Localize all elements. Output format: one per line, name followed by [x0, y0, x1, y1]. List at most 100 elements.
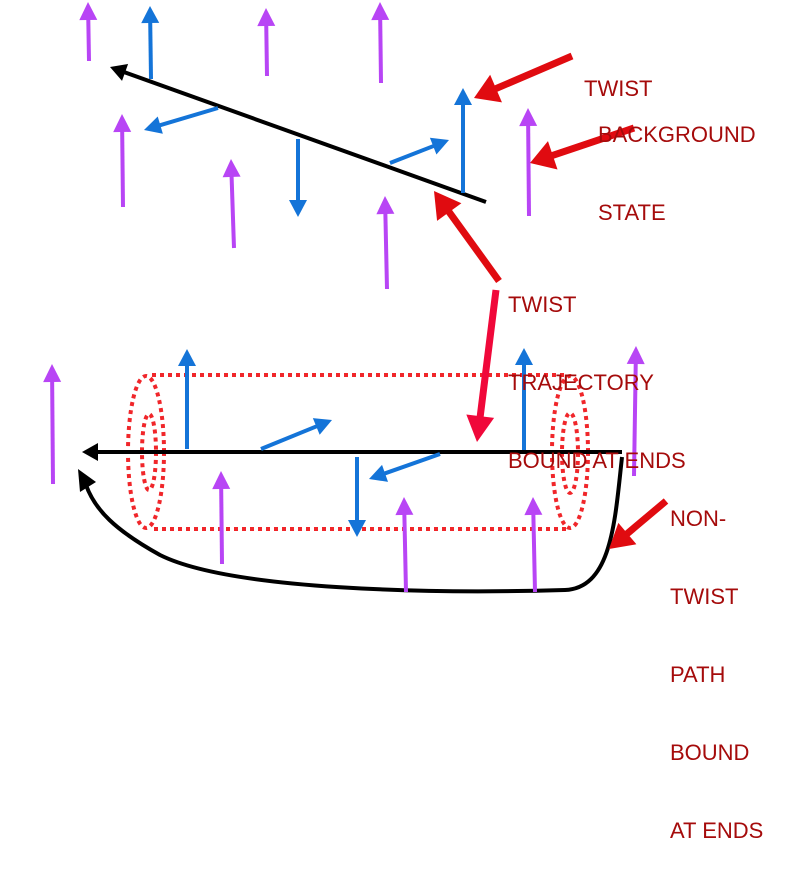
background-state-arrow-head: [395, 497, 414, 516]
twist-arrow-head: [348, 520, 366, 537]
twist-arrow-shaft: [389, 143, 435, 165]
non-twist-path-curve: [84, 456, 624, 594]
lower-trajectory-arrow-head: [82, 443, 98, 461]
twist-arrow-head: [515, 348, 533, 365]
twist-arrow-head: [312, 418, 332, 435]
twist-diagram: [43, 2, 669, 594]
label-line: TWIST: [584, 76, 653, 101]
callout-non-twist-arrow-head: [609, 522, 637, 549]
background-state-arrow-shaft: [219, 487, 224, 565]
callout-trajectory-lower-arrow: [466, 289, 500, 442]
callout-background-arrow: [530, 124, 636, 170]
background-state-arrow-shaft: [86, 18, 91, 62]
twist-arrow: [454, 88, 472, 193]
twist-arrow-shaft: [148, 21, 153, 80]
label-line: NON-: [670, 506, 727, 531]
background-state-arrow: [626, 346, 645, 477]
lower-trajectory-arrow: [82, 443, 622, 461]
twist-arrow: [515, 348, 533, 450]
callout-non-twist-arrow-shaft: [624, 498, 669, 537]
background-state-arrow-head: [79, 2, 98, 21]
label-twist-trajectory: TWIST TRAJECTORY BOUND AT ENDS: [508, 240, 686, 500]
background-state-arrow-head: [371, 2, 390, 21]
twist-arrow-shaft: [158, 106, 219, 128]
background-state-arrow-head: [519, 108, 538, 127]
twist-arrow: [141, 6, 160, 80]
label-background-state: BACKGROUND STATE: [598, 70, 756, 252]
twist-arrow-head: [144, 116, 163, 134]
background-state-arrow-shaft: [120, 130, 125, 208]
background-state-arrow: [519, 108, 538, 217]
callout-arrows: [434, 52, 669, 549]
background-state-arrow-head: [212, 471, 231, 490]
callout-trajectory-upper-arrow-head: [434, 191, 462, 221]
background-state-arrow: [524, 497, 543, 593]
background-state-arrow: [257, 8, 276, 77]
state-arrows: [43, 2, 645, 593]
non-twist-path-arrowhead: [78, 469, 96, 492]
twist-arrow-head: [429, 137, 449, 155]
twist-arrow-head: [141, 6, 160, 24]
twist-arrow-head: [178, 349, 196, 366]
label-line: AT ENDS: [670, 818, 764, 843]
upper-trajectory-arrow-head: [110, 63, 129, 81]
label-line: BACKGROUND: [598, 122, 756, 147]
label-line: STATE: [598, 200, 666, 225]
background-state-arrow-shaft: [531, 513, 537, 593]
label-line: BOUND: [670, 740, 750, 765]
background-state-arrow-shaft: [632, 362, 638, 477]
twist-arrow-head: [369, 464, 389, 482]
upper-trajectory-arrow-shaft: [123, 70, 487, 204]
background-state-arrow-head: [113, 114, 132, 133]
background-state-arrow-shaft: [50, 380, 55, 485]
background-state-arrow: [43, 364, 62, 485]
background-state-arrow-head: [257, 8, 276, 27]
callout-trajectory-upper-arrow: [434, 191, 502, 284]
callout-background-arrow-head: [530, 141, 558, 170]
label-non-twist-path: NON- TWIST PATH BOUND AT ENDS: [670, 454, 763, 870]
callout-trajectory-lower-arrow-shaft: [476, 289, 500, 418]
background-state-arrow: [222, 159, 241, 249]
background-state-arrow-head: [43, 364, 62, 383]
background-state-arrow-shaft: [402, 513, 408, 593]
twist-arrow-head: [454, 88, 472, 105]
callout-non-twist-arrow: [609, 498, 669, 549]
background-state-arrow-shaft: [378, 18, 383, 84]
background-state-arrow-shaft: [526, 124, 531, 217]
callout-twist-arrow-head: [474, 74, 502, 103]
background-state-arrow-head: [524, 497, 543, 516]
label-line: TWIST: [670, 584, 739, 609]
twist-arrow: [389, 137, 449, 165]
label-line: TRAJECTORY: [508, 370, 654, 395]
callout-trajectory-upper-arrow-shaft: [445, 209, 502, 284]
twist-arrow: [369, 452, 441, 482]
background-state-arrow-shaft: [264, 24, 269, 77]
label-line: PATH: [670, 662, 726, 687]
twist-arrow-shaft: [383, 452, 441, 476]
background-state-arrow: [79, 2, 98, 62]
twist-arrow: [144, 106, 219, 134]
background-state-arrow-shaft: [383, 212, 389, 290]
label-line: TWIST: [508, 292, 577, 317]
callout-background-arrow-shaft: [550, 124, 636, 159]
label-twist: TWIST: [584, 24, 652, 128]
twist-arrow: [260, 418, 332, 451]
label-line: BOUND AT ENDS: [508, 448, 686, 473]
background-state-arrow-shaft: [229, 175, 236, 249]
background-state-arrow: [212, 471, 231, 565]
background-state-arrow: [395, 497, 414, 593]
twist-arrow-shaft: [260, 424, 318, 451]
twist-arrow: [289, 139, 307, 217]
background-state-arrow: [371, 2, 390, 84]
twist-arrow: [348, 457, 366, 537]
upper-trajectory-arrow: [110, 63, 487, 204]
background-state-arrow-head: [376, 196, 395, 215]
trajectories: [78, 63, 624, 594]
twist-arrow: [178, 349, 196, 449]
callout-twist-arrow: [474, 52, 574, 103]
background-state-arrow-head: [626, 346, 645, 365]
twist-arrow-head: [289, 200, 307, 217]
callout-trajectory-lower-arrow-head: [466, 414, 495, 442]
background-state-arrow: [376, 196, 395, 290]
background-state-arrow-head: [222, 159, 241, 178]
